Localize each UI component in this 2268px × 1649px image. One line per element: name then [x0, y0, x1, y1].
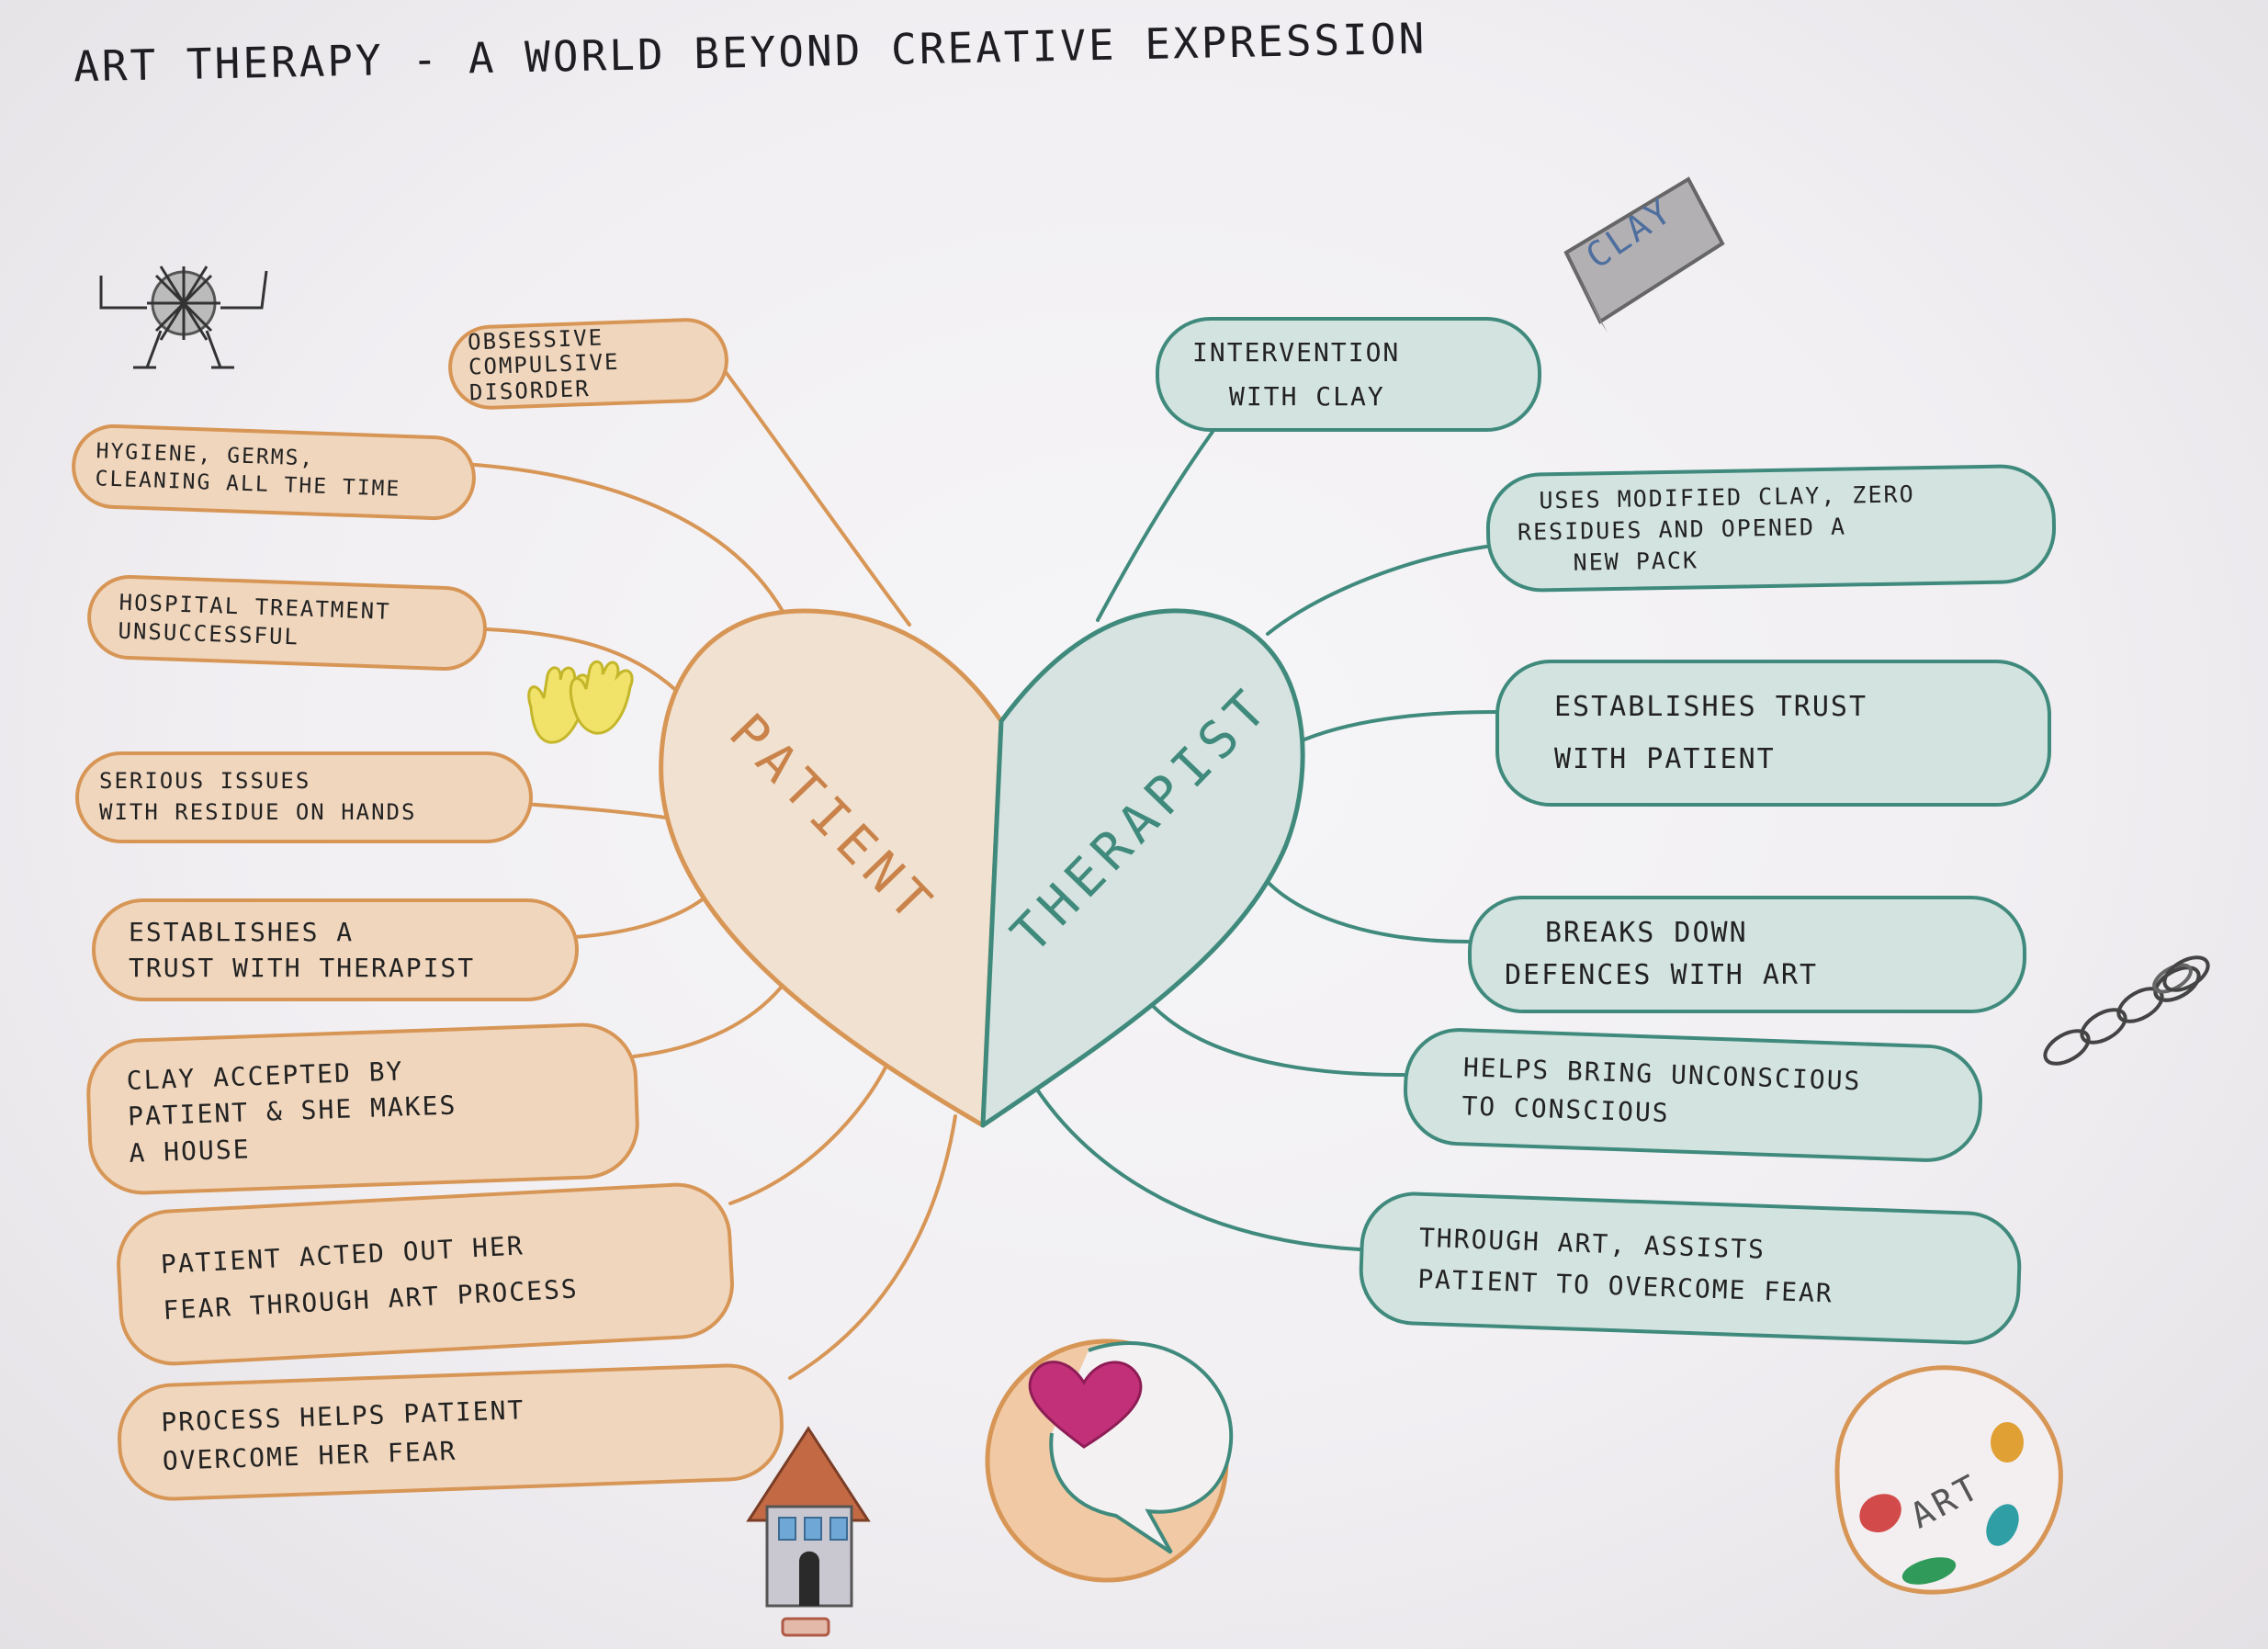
connector-unconscious: [1151, 1004, 1405, 1077]
therapist-node-modified-clay: Uses modified clay, zero residues and op…: [1484, 463, 2058, 593]
patient-node-residue: Serious issues with residue on hands: [75, 751, 533, 843]
therapist-connectors: [1032, 430, 1497, 1251]
therapist-node-intervention: Intervention with clay: [1156, 317, 1541, 432]
hands-icon: [527, 660, 634, 744]
patient-node-hospital: Hospital treatment unsuccessful: [85, 573, 489, 672]
clay-block-icon: [1563, 176, 1725, 333]
patient-connectors: [462, 370, 957, 1380]
therapist-node-defences: Breaks down defences with art: [1468, 896, 2026, 1013]
therapist-node-through-art: Through art, assists patient to overcome…: [1357, 1190, 2024, 1347]
connector-defences: [1266, 880, 1470, 943]
art-palette-icon: [1834, 1365, 2063, 1595]
connector-process: [788, 1114, 957, 1380]
connector-acted-out: [728, 1064, 888, 1205]
patient-node-hygiene: Hygiene, germs, cleaning all the time: [70, 423, 478, 522]
patient-node-process: Process helps patient overcome her fear: [115, 1361, 786, 1503]
heart-right-half: [980, 608, 1305, 1128]
therapist-node-trust-patient: Establishes trust with patient: [1495, 660, 2051, 807]
patient-node-ocd: Obsessive compulsive disorder: [446, 316, 730, 412]
scribble-creature-icon: [99, 265, 268, 369]
connector-ocd: [724, 370, 911, 627]
heart-left-half: [659, 608, 1004, 1128]
chain-icon: [2043, 955, 2210, 1066]
connector-residue: [522, 802, 668, 819]
connector-clay-accepted: [632, 986, 783, 1058]
connector-intervention: [1096, 430, 1214, 622]
speech-bubble-heart-icon: [985, 1338, 1234, 1583]
connector-hospital: [485, 627, 686, 700]
house-icon: [746, 1426, 871, 1637]
patient-node-acted-out: Patient acted out her fear through art p…: [114, 1180, 737, 1369]
connector-hygiene: [462, 462, 792, 627]
patient-node-trust-therapist: Establishes a trust with therapist: [92, 898, 579, 1001]
connector-trust-patient: [1303, 710, 1497, 741]
connector-through-art: [1032, 1082, 1361, 1251]
patient-node-clay-accepted: Clay accepted by patient & she makes a h…: [85, 1021, 641, 1197]
central-heart: [659, 608, 1305, 1128]
connector-trust-therapist: [572, 894, 709, 939]
connector-modified-clay: [1266, 545, 1488, 636]
therapist-node-unconscious: Helps bring unconscious to conscious: [1401, 1026, 1985, 1164]
